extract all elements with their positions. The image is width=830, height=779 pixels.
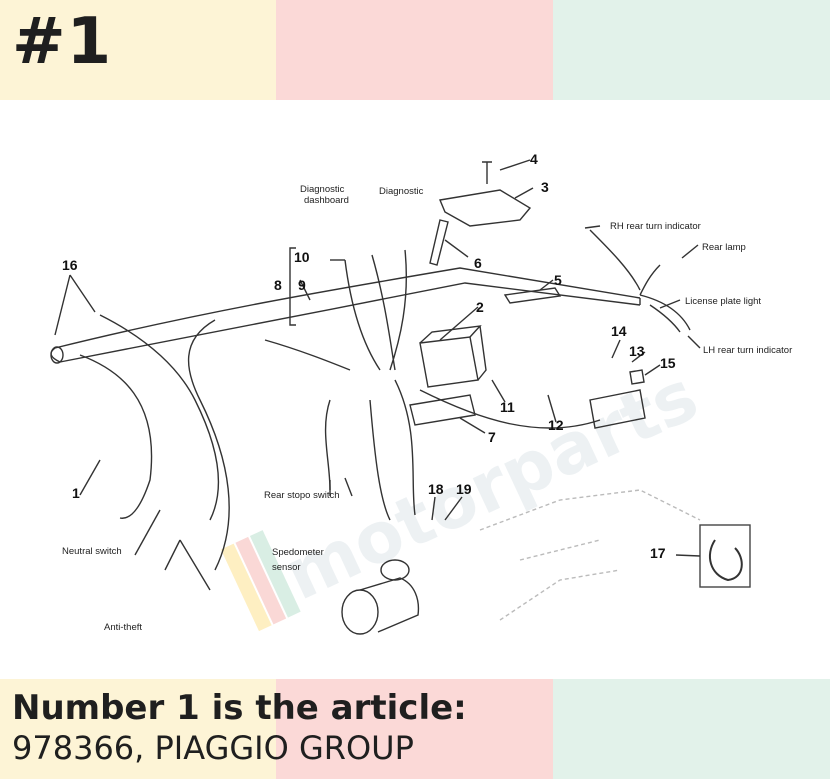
label-neutral-switch: Neutral switch [62, 546, 122, 557]
footer-band [0, 679, 830, 779]
footer-band-pink [276, 679, 553, 779]
watermark-text: motorparts [273, 354, 710, 616]
callout-13: 13 [629, 343, 645, 359]
callout-9: 9 [298, 277, 306, 293]
component-labels: Diagnostic dashboard Diagnostic RH rear … [62, 184, 792, 633]
label-diagnostic-dashboard-2: dashboard [304, 195, 349, 206]
footer-band-green [553, 679, 830, 779]
callout-12: 12 [548, 417, 564, 433]
label-diagnostic: Diagnostic [379, 186, 424, 197]
label-speedometer-1: Spedometer [272, 547, 324, 558]
label-rear-stop-switch: Rear stopo switch [264, 490, 340, 501]
footer-band-yellow [0, 679, 276, 779]
article-heading: Number 1 is the article: [12, 688, 467, 728]
callout-1: 1 [72, 485, 80, 501]
callout-16: 16 [62, 257, 78, 273]
header-band-yellow [0, 0, 276, 100]
callout-19: 19 [456, 481, 472, 497]
callout-15: 15 [660, 355, 676, 371]
label-rh-rear-turn: RH rear turn indicator [610, 221, 701, 232]
callout-4: 4 [530, 151, 538, 167]
header-band [0, 0, 830, 100]
label-lh-rear-turn: LH rear turn indicator [703, 345, 792, 356]
article-number: 978366, PIAGGIO GROUP [12, 729, 414, 767]
label-license-plate: License plate light [685, 296, 761, 307]
callout-6: 6 [474, 255, 482, 271]
callout-14: 14 [611, 323, 627, 339]
callout-2: 2 [476, 299, 484, 315]
callout-7: 7 [488, 429, 496, 445]
callout-17: 17 [650, 545, 666, 561]
callout-10: 10 [294, 249, 310, 265]
callout-5: 5 [554, 272, 562, 288]
harness-drawing [50, 159, 751, 635]
part-number-title: #1 [12, 5, 113, 79]
callout-3: 3 [541, 179, 549, 195]
callout-11: 11 [500, 399, 515, 415]
label-diagnostic-dashboard-1: Diagnostic [300, 184, 345, 195]
callout-18: 18 [428, 481, 444, 497]
label-rear-lamp: Rear lamp [702, 242, 746, 253]
label-speedometer-2: sensor [272, 562, 301, 573]
starter-motor [341, 559, 420, 635]
label-anti-theft: Anti-theft [104, 622, 142, 633]
wiring-harness-diagram: motorparts [50, 151, 792, 635]
header-band-green [553, 0, 830, 100]
header-band-pink [276, 0, 553, 100]
callout-numbers: 1 2 3 4 5 6 7 8 9 10 11 12 13 14 15 16 1… [62, 151, 676, 561]
callout-8: 8 [274, 277, 282, 293]
